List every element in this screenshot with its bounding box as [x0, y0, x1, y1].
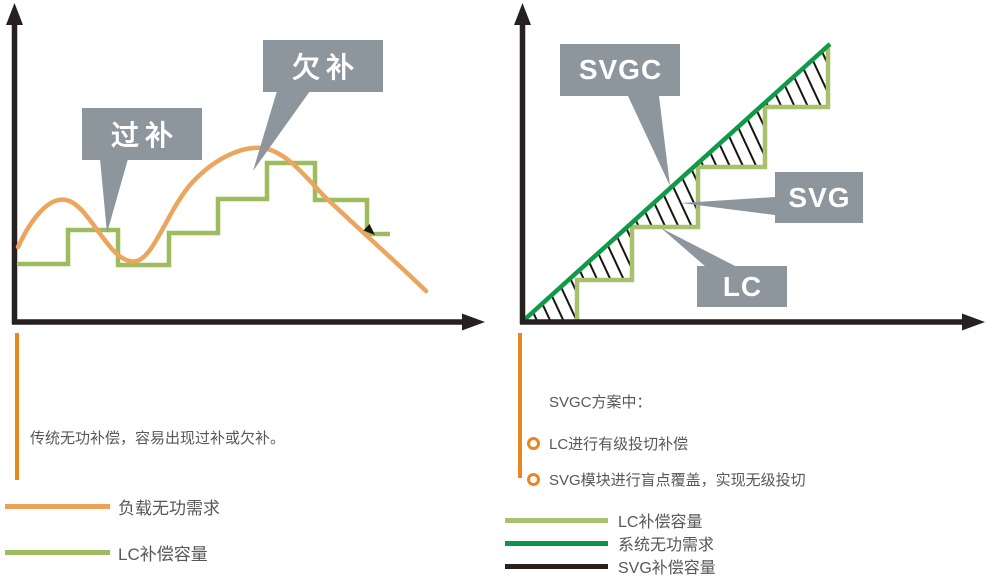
right-heading: SVGC方案中：: [549, 394, 652, 411]
svg-callout: SVG: [775, 172, 863, 223]
overcomp-callout-pointer: [100, 159, 128, 233]
left-chart-panel: 过补 欠补: [0, 0, 500, 340]
undercomp-callout-pointer: [253, 91, 310, 171]
legend-load-demand: 负载无功需求: [5, 494, 220, 519]
undercompensation-callout: 欠补: [263, 40, 383, 92]
bullet-icon: [527, 437, 540, 450]
legend-lc-capacity-right: LC补偿容量: [505, 508, 702, 532]
lc-step-line: [574, 45, 831, 322]
x-axis-arrowhead-icon: [962, 313, 985, 331]
left-accent-rule: [15, 333, 19, 480]
overcompensation-callout: 过补: [82, 108, 202, 160]
y-axis-arrowhead-icon: [514, 3, 531, 25]
bullet-lc: LC进行有级投切补偿: [527, 433, 688, 454]
y-axis-arrowhead-icon: [6, 3, 23, 25]
system-demand-swatch: [505, 540, 608, 546]
right-chart-panel: SVGC SVG LC: [500, 0, 1000, 340]
bullet-svg: SVG模块进行盲点覆盖，实现无级投切: [527, 469, 806, 490]
right-chart: [514, 3, 985, 331]
lc-callout: LC: [697, 266, 787, 307]
x-axis-arrowhead-icon: [462, 313, 485, 331]
left-caption: 传统无功补偿，容易出现过补或欠补。: [30, 430, 286, 447]
load-demand-swatch: [5, 504, 110, 509]
legend-system-demand: 系统无功需求: [505, 531, 714, 555]
left-chart: [6, 3, 485, 331]
legend-label: SVG补偿容量: [618, 560, 716, 577]
svgc-callout: SVGC: [560, 44, 680, 96]
lc-capacity-swatch: [505, 517, 608, 523]
curve-arrowhead-icon: [363, 224, 375, 235]
legend-label: 负载无功需求: [118, 499, 220, 518]
bullet-text: SVG模块进行盲点覆盖，实现无级投切: [549, 472, 806, 489]
svg-capacity-swatch: [505, 563, 608, 569]
lc-callout-pointer: [661, 228, 737, 267]
svgc-callout-pointer: [628, 96, 670, 186]
lc-step-line: [18, 160, 390, 268]
system-demand-line: [521, 42, 832, 323]
legend-lc-capacity: LC补偿容量: [5, 540, 208, 565]
bullet-text: LC进行有级投切补偿: [549, 436, 689, 453]
legend-svg-capacity: SVG补偿容量: [505, 554, 716, 578]
right-accent-rule: [518, 333, 522, 478]
legend-label: 系统无功需求: [618, 537, 715, 554]
legend-label: LC补偿容量: [118, 545, 208, 564]
lc-capacity-swatch: [5, 550, 110, 555]
load-demand-curve: [15, 145, 429, 294]
svg-callout-pointer: [681, 197, 775, 215]
legend-label: LC补偿容量: [618, 514, 703, 531]
bullet-icon: [527, 473, 540, 486]
